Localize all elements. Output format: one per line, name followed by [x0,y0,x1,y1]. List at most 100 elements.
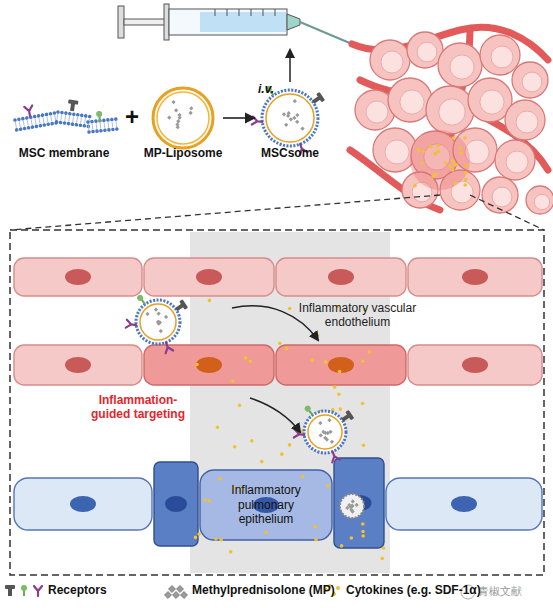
lipid-head [70,122,74,126]
receptor-block [345,410,354,421]
receptor-y [24,105,34,116]
drug-particle [174,108,178,112]
cytokine-dot [449,165,453,169]
alveolus-inner [491,46,513,68]
receptor-block [8,588,12,596]
lipid-tail [100,123,102,129]
receptor-head [304,405,312,413]
node-label: Inflammatory vascular endothelium [295,301,420,330]
lipid-tail [80,117,82,123]
zoom-inset [10,195,544,575]
lipid-head [82,124,86,128]
drug-particle [355,503,359,507]
syringe-tick [227,9,228,16]
cytokine-dot [216,425,220,429]
syringe-plunger-handle [118,6,124,38]
cell-nucleus [328,269,354,285]
cytokine-dot [264,531,268,535]
receptor-y [162,341,173,353]
drug-particle [189,106,193,110]
syringe-tick [239,9,240,16]
lipid-head [25,116,29,120]
lipid-head [23,126,27,130]
receptor-y [329,450,340,462]
lipid-tail [27,120,28,126]
syringe-plunger-rod [124,19,166,25]
lipid-tail [51,116,52,122]
cytokine-dot [278,341,282,345]
cytokine-dot [301,475,305,479]
alveolus [426,86,474,134]
cytokine-dot [368,350,372,354]
drug-particle [171,100,175,104]
alveolus-inner [534,194,549,209]
drug-particle [293,99,297,103]
lipid-head [64,111,68,115]
vesicle-node: MP-Liposome [143,84,223,160]
cytokine-dot [231,379,235,383]
alveolus-inner [400,90,424,114]
lipid-tail [96,123,98,129]
cytokine-dot [420,161,424,165]
drug-particle [154,307,158,311]
internalized-vesicle [340,494,364,518]
cytokine-dot [459,151,463,155]
cytokine-dot [340,544,344,548]
cytokine-dot [203,498,207,502]
legend-label: Cytokines (e.g. SDF-1α) [346,583,481,597]
cell-nucleus [196,269,222,285]
drug-particle [319,433,323,437]
drug-particle [164,315,168,319]
lipid-head [78,123,82,127]
cytokine-dot [416,148,420,152]
receptor-symbol [126,320,137,329]
cytokine-dot [444,161,448,165]
alveolus [370,40,410,80]
lipid-head [88,114,92,118]
lipid-head [62,121,66,125]
lipid-tail [64,115,66,121]
lipid-head [26,126,30,130]
cytokine-dot [433,152,437,156]
cytokine-dot [429,145,433,149]
drug-particle [189,111,193,115]
drug-particle [345,506,349,510]
cytokine-dot [219,538,223,542]
lipid-head [72,112,76,116]
lipid-tail [92,124,94,130]
lipid-head [87,130,91,134]
drug-particle [350,504,354,508]
cytokine-dot [337,392,341,396]
drug-particle [295,120,299,124]
vesicle-core [266,94,314,142]
cytokine-dot [313,525,317,529]
cytokine-dot [324,360,328,364]
syringe [118,4,352,44]
lipid-head [115,127,119,131]
lipid-head [38,124,42,128]
receptor-symbol [67,99,78,111]
lipid-head [56,110,60,114]
cell [14,258,142,296]
syringe-barrel [169,9,287,35]
vesicle-membrane [304,411,346,453]
drug-particle [300,126,304,130]
vesicle-membrane [262,90,318,146]
receptor-symbol [34,586,42,596]
receptor-symbol [173,299,188,313]
drug-particle [157,322,161,326]
lipid-head [102,118,106,122]
cytokine-dot [310,358,314,362]
vesicle-membrane [136,300,180,344]
lipid-tail [55,115,56,121]
cytokine-dot [339,407,343,411]
cytokine-dot [288,307,292,311]
cytokine-dot [455,163,459,167]
zoom-guide [470,195,544,230]
lipid-head [37,114,41,118]
alveolus [512,62,548,98]
cell-nucleus [65,269,91,285]
vesicle-core [308,415,342,449]
drug-particle [168,585,175,592]
